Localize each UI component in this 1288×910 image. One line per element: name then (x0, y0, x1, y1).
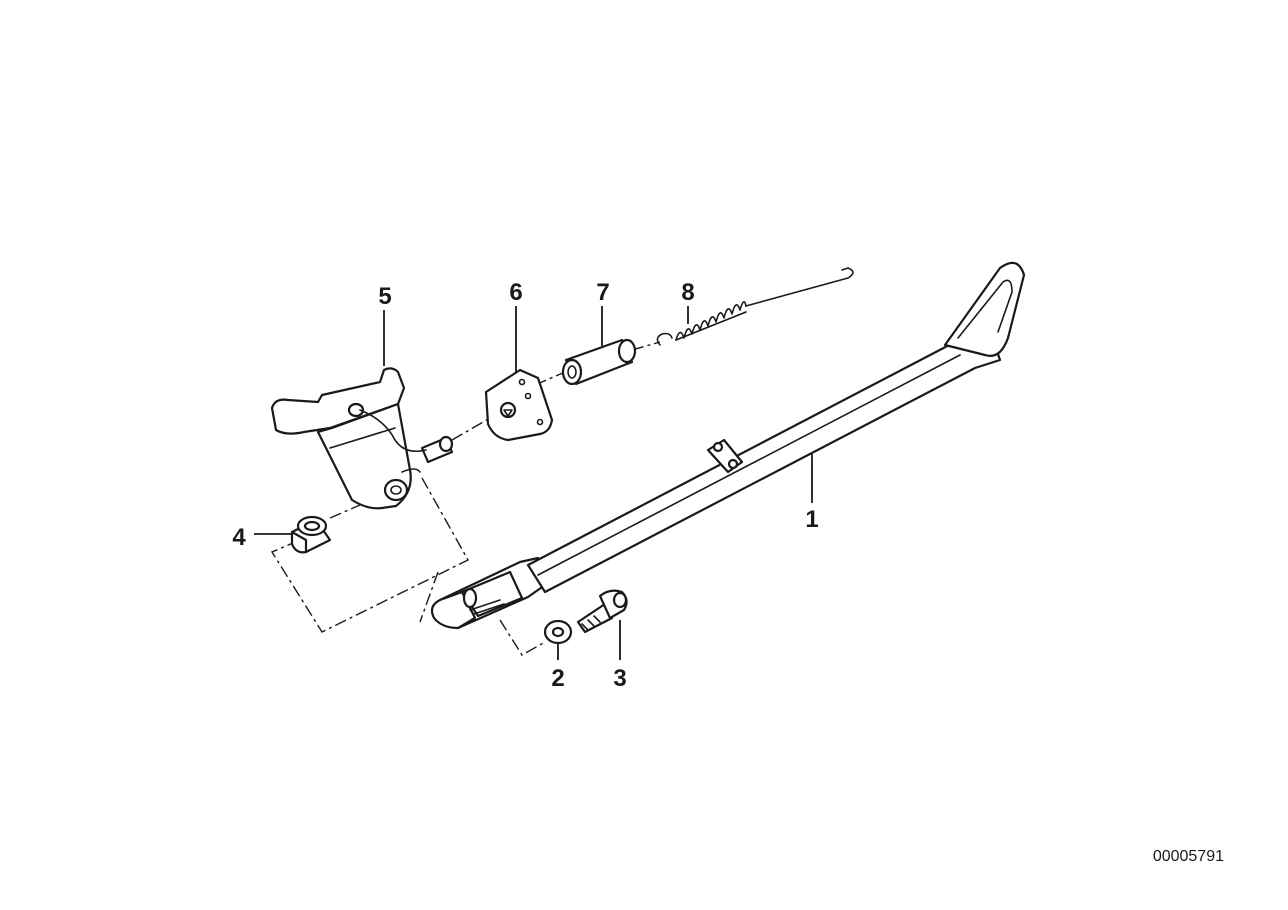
callout-5: 5 (378, 283, 391, 310)
callout-labels: 1 2 3 4 5 6 7 8 (232, 279, 818, 692)
callout-1: 1 (805, 506, 818, 533)
callout-6: 6 (509, 279, 522, 306)
part-3-bolt (576, 589, 628, 634)
part-1-side-stand (430, 261, 1026, 630)
callout-leader-lines (254, 306, 813, 660)
callout-8: 8 (681, 279, 694, 306)
callout-4: 4 (232, 524, 246, 551)
part-4-bush (290, 515, 332, 554)
callout-2: 2 (551, 665, 564, 692)
part-6-plate (484, 368, 554, 442)
callout-7: 7 (596, 279, 609, 306)
callout-3: 3 (613, 665, 626, 692)
part-5-bracket (270, 367, 454, 510)
part-7-sleeve (561, 338, 637, 386)
part-2-washer (543, 619, 573, 645)
part-8-spring (656, 267, 854, 346)
diagram-reference-number: 00005791 (1152, 848, 1224, 865)
